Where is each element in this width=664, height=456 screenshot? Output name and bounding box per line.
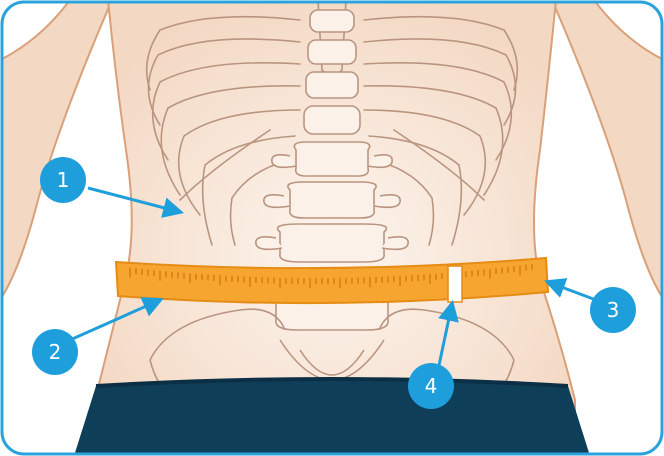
callout-1: 1 xyxy=(40,157,86,203)
tape-marker xyxy=(448,266,462,302)
callout-2: 2 xyxy=(32,329,78,375)
shorts xyxy=(74,379,590,456)
callout-number: 2 xyxy=(49,340,62,364)
callout-3: 3 xyxy=(590,287,636,333)
callout-number: 1 xyxy=(57,168,70,192)
callout-number: 4 xyxy=(425,374,438,398)
callout-number: 3 xyxy=(607,298,620,322)
callout-4: 4 xyxy=(408,363,454,409)
